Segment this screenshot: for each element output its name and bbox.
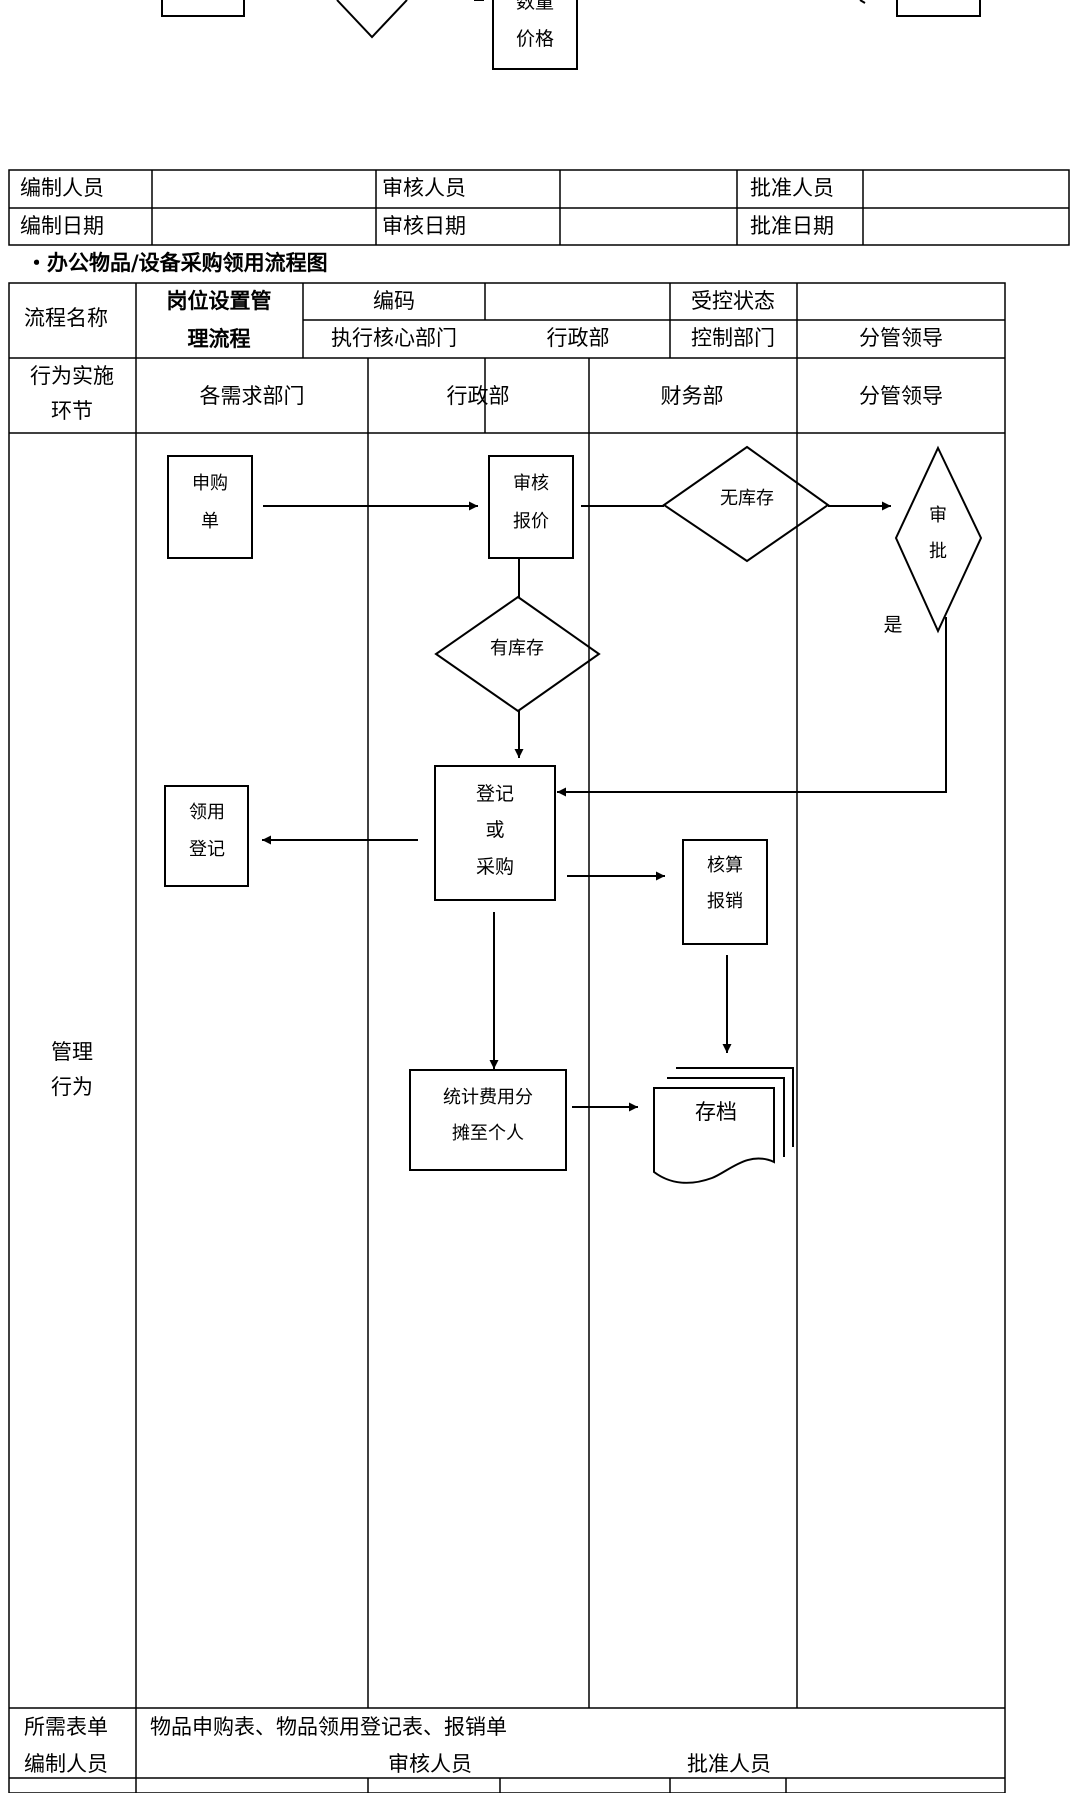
review-quote-line2: 报价 (513, 511, 549, 532)
side-label-line2: 行为 (51, 1075, 93, 1099)
archive-front-sheet (653, 1087, 775, 1184)
accounting-line1: 核算 (707, 855, 743, 876)
register-purchase-box (434, 765, 556, 901)
side-label-line1: 管理 (51, 1040, 93, 1064)
reviewer-label-bottom: 审核人员 (388, 1752, 472, 1776)
lane-demand-depts: 各需求部门 (199, 384, 305, 408)
control-dept-label: 控制部门 (691, 326, 775, 350)
cost-allocation-line2: 摊至个人 (452, 1123, 524, 1144)
lane-finance-dept: 财务部 (660, 384, 724, 408)
issue-register-box (164, 785, 249, 887)
approve-line2: 批 (929, 541, 947, 562)
review-quote-box (488, 455, 574, 559)
process-name-label: 流程名称 (24, 306, 108, 330)
control-dept-value: 分管领导 (859, 326, 943, 350)
reviewer-label-top: 审核人员 (382, 176, 466, 200)
approve-diamond (894, 445, 983, 634)
code-label: 编码 (373, 289, 415, 313)
process-name-line2: 理流程 (187, 326, 251, 351)
accounting-box (682, 839, 768, 945)
cost-allocation-box (409, 1069, 567, 1171)
register-purchase-line3: 采购 (475, 856, 515, 878)
forms-label: 所需表单 (24, 1715, 108, 1739)
cost-allocation-line1: 统计费用分 (443, 1087, 533, 1108)
forms-value: 物品申购表、物品领用登记表、报销单 (150, 1715, 507, 1739)
yes-label: 是 (883, 614, 903, 636)
stage-label-line1: 行为实施 (30, 364, 114, 388)
core-dept-label: 执行核心部门 (331, 326, 457, 350)
core-dept-value: 行政部 (546, 326, 610, 350)
lane-supervising-leader: 分管领导 (859, 384, 943, 408)
register-purchase-line2: 或 (485, 819, 505, 841)
approve-date-label: 批准日期 (750, 214, 834, 238)
compile-date-label: 编制日期 (20, 214, 104, 238)
issue-register-line2: 登记 (189, 839, 225, 860)
purchase-request-line2: 单 (201, 511, 219, 532)
approver-label-top: 批准人员 (750, 176, 834, 200)
review-quote-line1: 审核 (513, 473, 549, 494)
review-date-label: 审核日期 (382, 214, 466, 238)
top-box-line2: 价格 (515, 28, 555, 50)
approver-label-bottom: 批准人员 (687, 1752, 771, 1776)
no-stock-label: 无库存 (720, 488, 774, 509)
no-stock-diamond (662, 445, 830, 563)
purchase-request-box (167, 455, 253, 559)
issue-register-line1: 领用 (189, 802, 225, 823)
arrow-approve-to-register (557, 617, 947, 797)
register-purchase-line1: 登记 (475, 783, 515, 805)
compiler-label-bottom: 编制人员 (24, 1752, 108, 1776)
section-title: ・办公物品/设备采购领用流程图 (26, 250, 328, 275)
archive-mid-sheet (667, 1077, 785, 1157)
process-name-line1: 岗位设置管 (166, 288, 272, 313)
purchase-request-line1: 申购 (192, 473, 228, 494)
approve-line1: 审 (929, 505, 947, 526)
archive-label: 存档 (695, 1100, 737, 1124)
accounting-line2: 报销 (707, 891, 743, 912)
archive-back-sheet (676, 1067, 794, 1147)
lane-admin-dept: 行政部 (446, 384, 510, 408)
in-stock-label: 有库存 (490, 638, 544, 659)
control-status-label: 受控状态 (691, 289, 775, 313)
top-box-line1: 数量 (515, 0, 555, 13)
stage-label-line2: 环节 (51, 399, 93, 423)
compiler-label-top: 编制人员 (20, 176, 104, 200)
